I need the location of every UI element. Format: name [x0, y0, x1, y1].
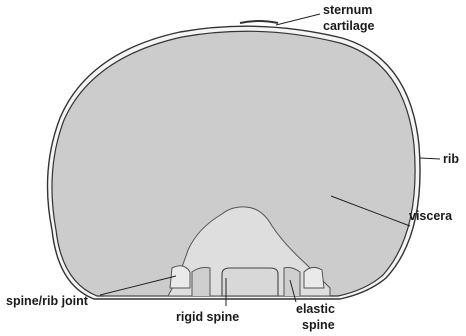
label-sternum: sternum	[323, 3, 372, 17]
spine-rib-joint-right	[304, 267, 324, 288]
sternum-leader-line	[276, 14, 320, 25]
label-spine-rib-joint: spine/rib joint	[6, 294, 89, 308]
elastic-spine-right	[284, 268, 300, 297]
label-elastic: elastic	[296, 302, 335, 316]
rib-leader-line	[420, 158, 440, 159]
label-rib: rib	[443, 152, 459, 166]
elastic-spine-left	[192, 268, 210, 297]
label-elastic-spine: spine	[302, 318, 335, 332]
label-rigid-spine: rigid spine	[176, 310, 239, 324]
rigid-spine-block	[222, 268, 278, 296]
sternum-cartilage	[240, 21, 278, 23]
label-viscera: viscera	[409, 209, 453, 223]
label-cartilage: cartilage	[323, 19, 374, 33]
